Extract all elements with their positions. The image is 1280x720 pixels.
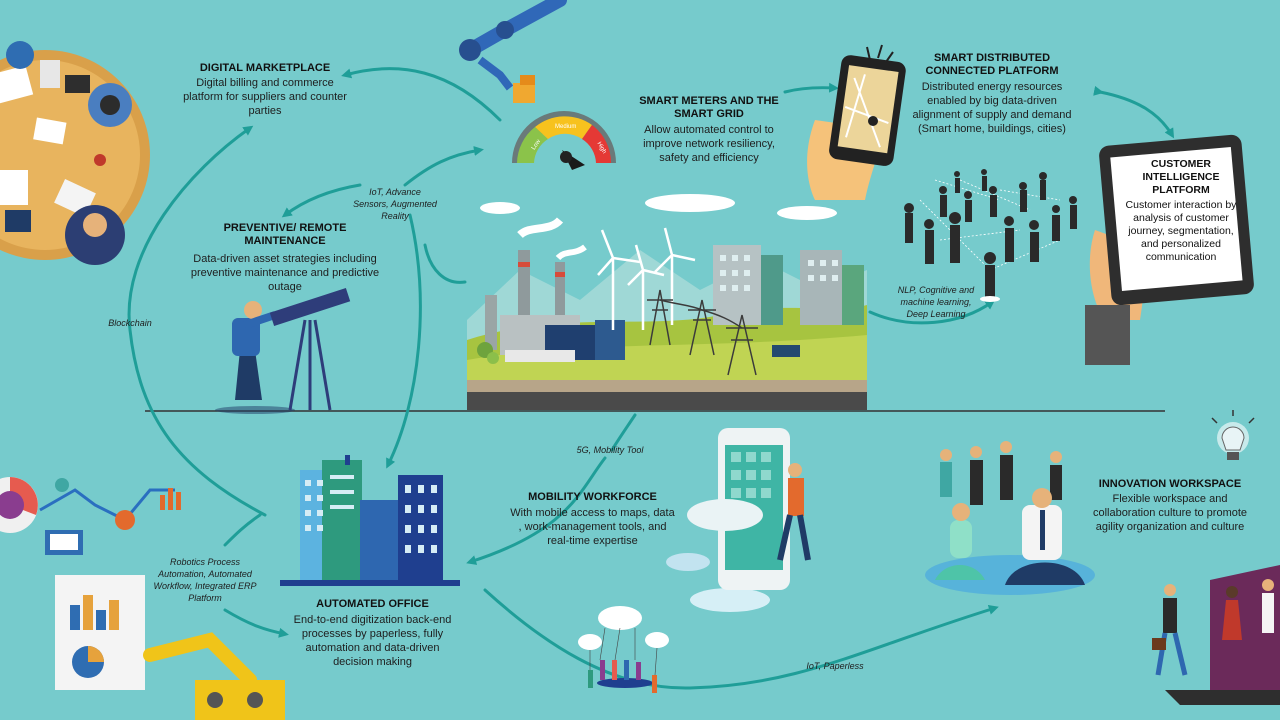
preventive-desc: Data-driven asset strategies including p… — [190, 253, 380, 293]
arrow-blockchain — [127, 125, 267, 517]
mobility-desc: With mobile access to maps, data , work-… — [510, 507, 675, 547]
label-blockchain: Blockchain — [108, 318, 152, 328]
laptop-door-illustration — [1152, 565, 1280, 705]
arrow-to-preventive — [281, 183, 362, 218]
automated-office-title: AUTOMATED OFFICE — [316, 598, 429, 610]
analytics-icons — [0, 477, 181, 555]
power-plant-scene — [467, 194, 867, 410]
mobility-phone-illustration — [666, 428, 811, 612]
arrow-office-to-robotics — [223, 513, 262, 547]
arrow-meters-to-distributed — [783, 82, 839, 94]
arrow-distributed-to-customer — [1093, 85, 1175, 139]
label-5g: 5G, Mobility Tool — [576, 445, 644, 455]
arrow-meters-to-marketplace — [341, 67, 502, 122]
innovation-title: INNOVATION WORKSPACE — [1098, 478, 1242, 490]
smart-distributed-title: SMART DISTRIBUTED CONNECTED PLATFORM — [925, 52, 1059, 77]
arrow-to-automated-office — [386, 213, 422, 469]
arrow-robotics-to-office — [223, 608, 289, 638]
preventive-title: PREVENTIVE/ REMOTE MAINTENANCE — [223, 222, 347, 247]
automated-office-building — [280, 455, 460, 586]
arrow-to-smart-meters — [403, 146, 484, 187]
arrow-paperless-to-innovation — [483, 588, 999, 690]
document-robot-illustration — [55, 575, 285, 720]
innovation-desc: Flexible workspace and collaboration cul… — [1092, 493, 1248, 533]
smart-meter-gauge — [512, 111, 616, 170]
label-iot-paperless: IoT, Paperless — [806, 661, 864, 671]
arrow-mobility-to-office — [466, 456, 607, 565]
tablet-hand-illustration — [1085, 134, 1254, 365]
smart-meters-title: SMART METERS AND THE SMART GRID — [639, 95, 779, 120]
robot-arm-illustration — [459, 0, 567, 103]
gauge-medium-label: Medium — [555, 124, 577, 130]
people-silhouettes — [904, 169, 1077, 302]
telescope-man-illustration — [215, 287, 351, 414]
smart-meters-desc: Allow automated control to improve netwo… — [643, 124, 775, 164]
digital-marketplace-title: DIGITAL MARKETPLACE — [199, 62, 331, 74]
digital-marketplace-desc: Digital billing and commerce platform fo… — [183, 77, 347, 117]
lightbulb-icon — [1211, 410, 1255, 460]
smart-distributed-desc: Distributed energy resources enabled by … — [912, 81, 1072, 135]
innovation-people-illustration — [925, 441, 1095, 595]
arrow-plant-to-mobility — [610, 413, 637, 452]
label-iot-sensors: IoT, Advance Sensors, Augmented Reality — [353, 187, 437, 221]
automated-office-desc: End-to-end digitization back-end process… — [293, 614, 452, 668]
customer-intelligence-title: CUSTOMER INTELLIGENCE PLATFORM — [1142, 158, 1220, 196]
customer-intelligence-desc: Customer interaction by analysis of cust… — [1125, 199, 1237, 263]
office-meeting-illustration — [0, 41, 150, 265]
smartphone-hand-illustration — [807, 44, 906, 200]
mobility-title: MOBILITY WORKFORCE — [528, 491, 657, 503]
arrow-plant-to-customer — [868, 299, 996, 325]
label-nlp: NLP, Cognitive and machine learning, Dee… — [897, 285, 975, 319]
arrow-iot-to-plant — [423, 243, 467, 284]
label-robotics: Robotics Process Automation, Automated W… — [153, 557, 257, 603]
balloon-people-illustration — [578, 606, 669, 693]
